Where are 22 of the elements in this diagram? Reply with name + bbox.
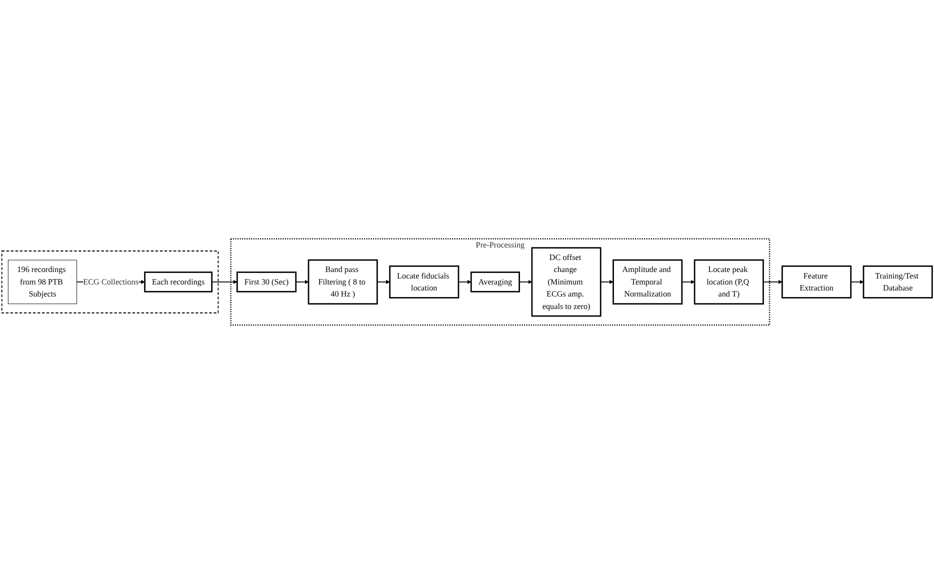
arrow xyxy=(376,280,390,284)
node-box: First 30 (Sec) xyxy=(236,272,297,292)
arrow xyxy=(600,280,614,284)
arrow xyxy=(762,280,782,284)
arrow xyxy=(295,280,309,284)
node-box: Amplitude and Temporal Normalization xyxy=(612,259,683,305)
node-box: Locate fiducials location xyxy=(389,266,460,298)
edge-label: ECG Collections xyxy=(83,277,138,286)
node-box: 196 recordings from 98 PTB Subjects xyxy=(8,260,78,304)
node-box: Band pass Filtering ( 8 to 40 Hz ) xyxy=(308,259,378,305)
node-box: Feature Extraction xyxy=(782,266,852,298)
arrow xyxy=(850,280,864,284)
node-box: Locate peak location (P,Q and T) xyxy=(694,259,764,305)
arrow xyxy=(458,280,472,284)
arrow xyxy=(518,280,532,284)
node-box: Averaging xyxy=(470,272,520,292)
arrow xyxy=(681,280,695,284)
node-box: Training/Test Database xyxy=(862,266,933,298)
arrow xyxy=(211,280,238,284)
node-box: Each recordings xyxy=(144,272,213,292)
node-box: DC offset change (Minimum ECGs amp. equals to zero) xyxy=(531,247,602,317)
cluster xyxy=(1,250,219,314)
